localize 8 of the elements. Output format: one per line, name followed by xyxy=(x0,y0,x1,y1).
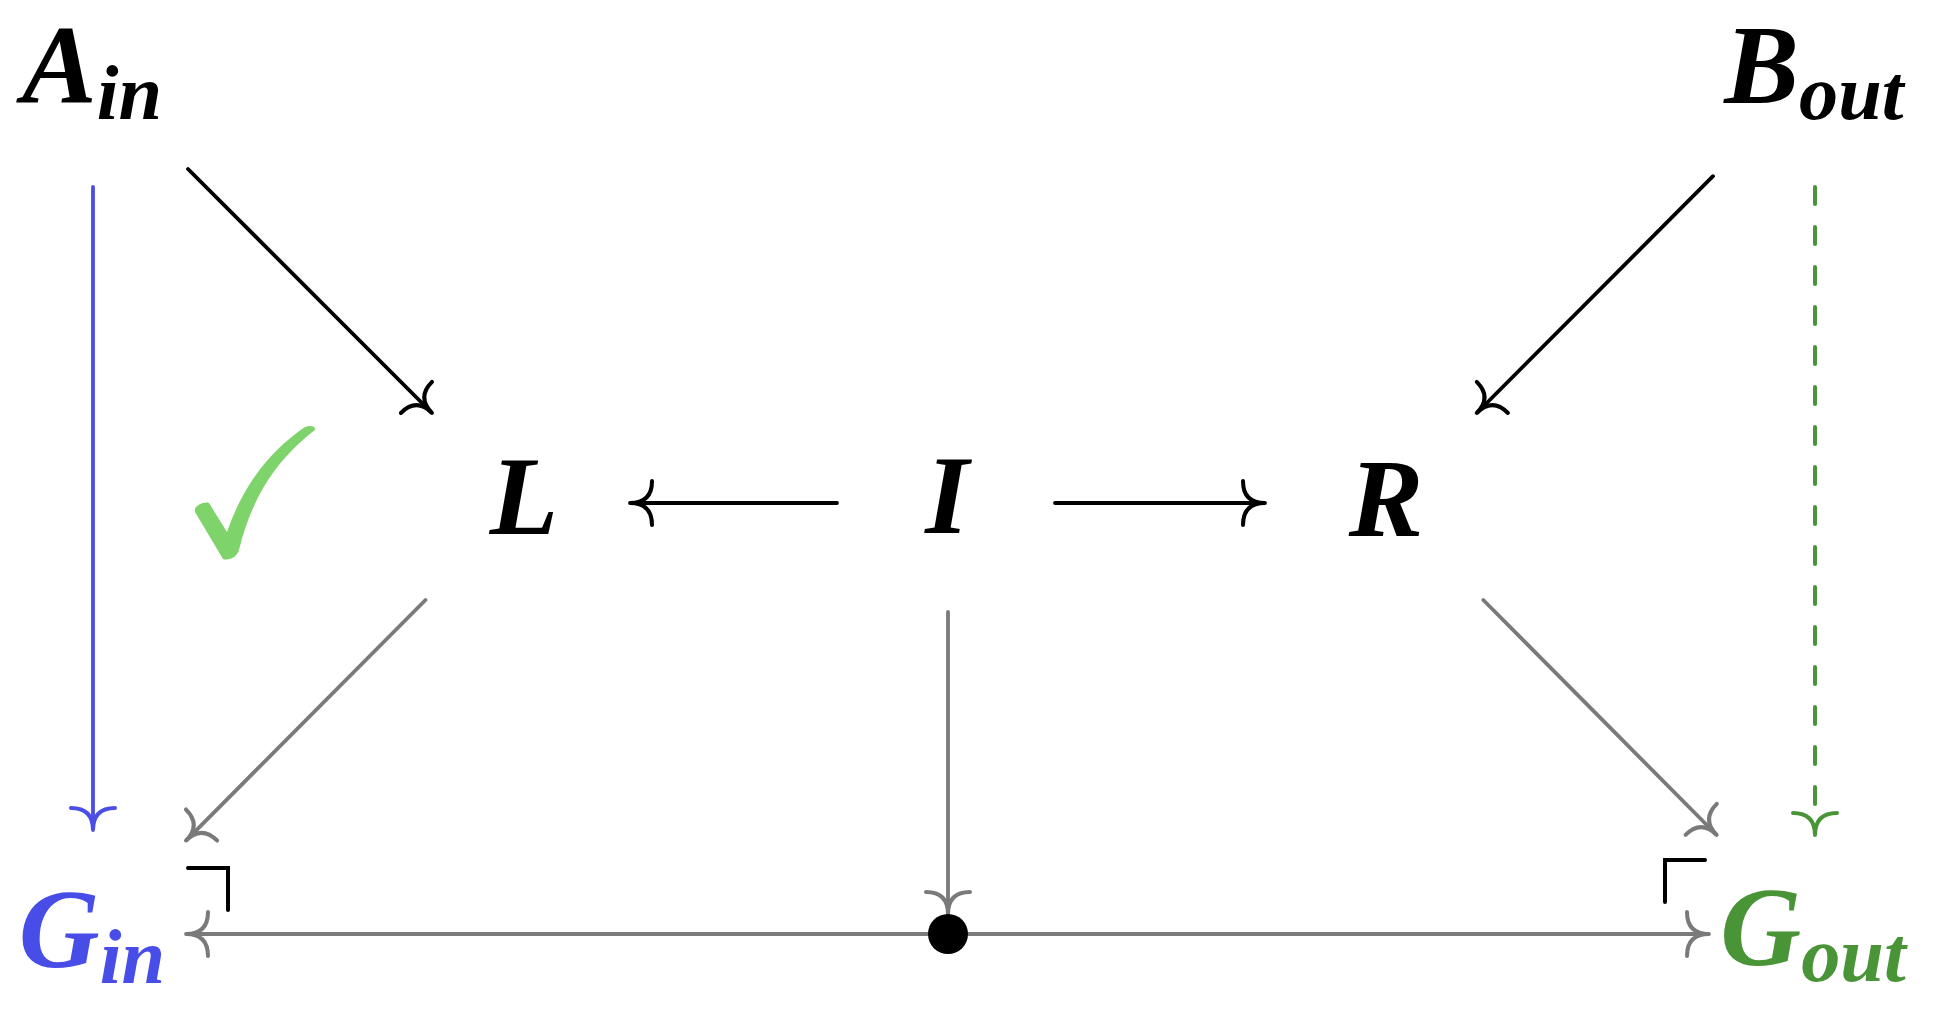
node-label: A$_{in}$ xyxy=(10,5,188,187)
node-label: G$_{in}$ xyxy=(8,830,186,1005)
node-label: L xyxy=(420,413,630,600)
node-label: I xyxy=(837,430,1055,612)
dot xyxy=(928,914,968,954)
node-label: G$_{out}$ xyxy=(1709,835,1935,1005)
node-label: R xyxy=(1265,413,1490,600)
node-label: B$_{out}$ xyxy=(1713,5,1935,187)
